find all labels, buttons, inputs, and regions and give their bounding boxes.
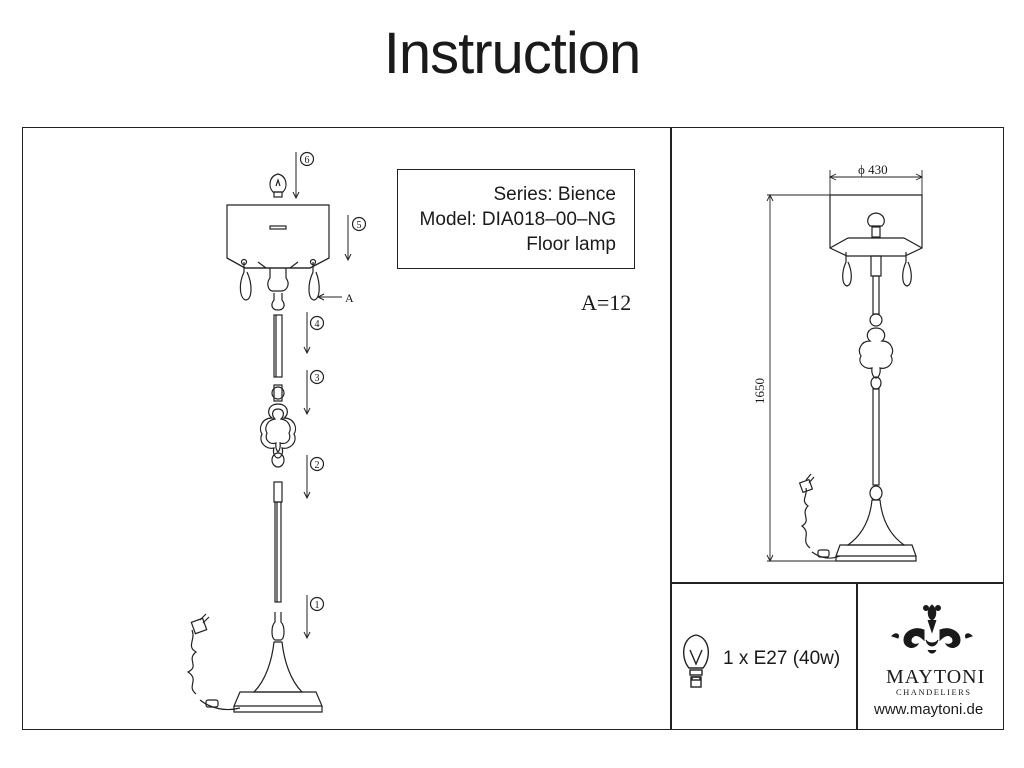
step-number-5: 5	[357, 220, 362, 231]
assembled-lamp	[798, 194, 923, 562]
type-label: Floor lamp	[526, 234, 616, 255]
brand-url: www.maytoni.de	[874, 701, 984, 718]
maytoni-logo-icon	[891, 604, 973, 654]
page-title: Instruction	[383, 21, 642, 86]
shade	[226, 204, 330, 269]
rod-section-2	[273, 481, 283, 603]
brand-name: MAYTONI	[886, 666, 986, 688]
dimension-lines	[766, 170, 924, 563]
bulb-icon	[269, 173, 287, 198]
ornament-section-3	[259, 384, 297, 468]
step-number-1: 1	[315, 600, 320, 611]
diameter-label: ϕ 430	[858, 162, 888, 177]
main-frame	[22, 127, 1004, 730]
brand-subtitle: CHANDELIERS	[896, 687, 972, 697]
bulb-spec: 1 x E27 (40w)	[723, 648, 841, 669]
step-number-6: 6	[305, 155, 310, 166]
model-label: Model: DIA018–00–NG	[419, 209, 616, 230]
rod-section-4	[273, 314, 283, 378]
fastener-count: A=12	[581, 290, 632, 315]
base-section-1	[233, 612, 323, 713]
power-cord	[186, 613, 241, 711]
fastener-label: A	[345, 291, 354, 305]
product-info-box: Series: Bience Model: DIA018–00–NG Floor…	[397, 169, 635, 269]
step-number-2: 2	[315, 460, 320, 471]
series-label: Series: Bience	[493, 184, 616, 205]
divider-vertical	[670, 127, 672, 730]
divider-horizontal	[670, 582, 1004, 584]
crystal-drops	[239, 258, 320, 301]
height-label: 1650	[752, 378, 767, 404]
step-number-4: 4	[315, 319, 320, 330]
step-number-3: 3	[315, 373, 320, 384]
divider-vertical-bottom	[856, 582, 858, 730]
bulb-spec-icon	[683, 634, 709, 688]
